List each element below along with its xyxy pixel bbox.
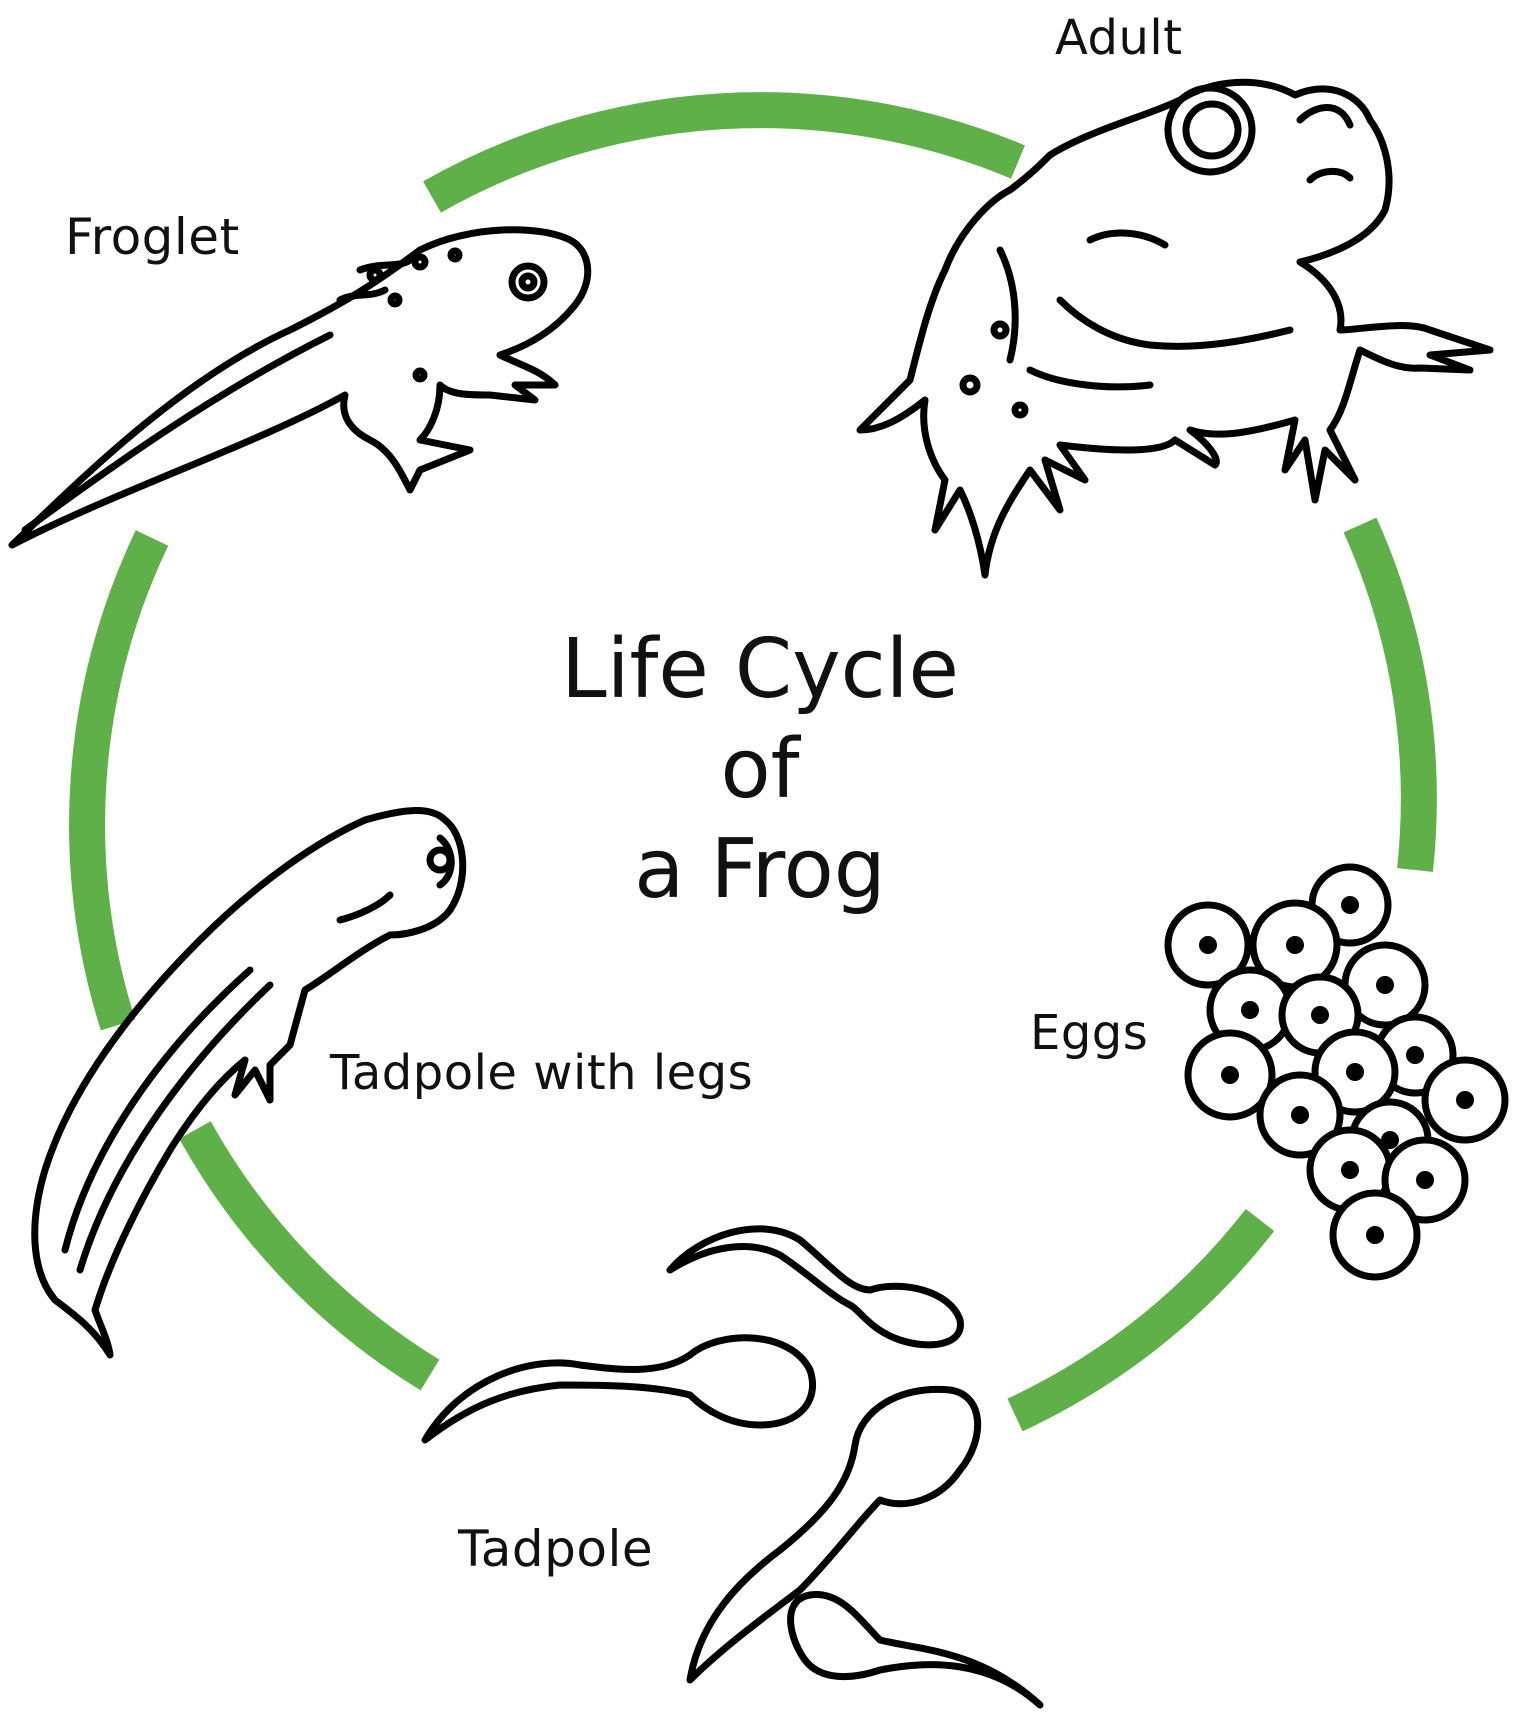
title-line-1: Life Cycle (540, 620, 980, 720)
tadpole-4 (791, 1594, 1040, 1705)
cycle-arc-top (432, 110, 1018, 197)
label-tadpole-with-legs: Tadpole with legs (330, 1045, 753, 1101)
cycle-arc-left (87, 538, 152, 1025)
froglet-drawing (12, 230, 588, 545)
label-adult: Adult (1055, 10, 1183, 66)
cycle-arc-bottom-left (195, 1130, 430, 1375)
cycle-arc-bottom-right (1015, 1220, 1260, 1415)
label-tadpole: Tadpole (458, 1520, 653, 1578)
label-froglet: Froglet (65, 208, 240, 266)
label-eggs: Eggs (1030, 1005, 1148, 1061)
title-line-3: a Frog (540, 820, 980, 920)
diagram-title: Life Cycle of a Frog (540, 620, 980, 920)
egg-cluster-drawing (1168, 867, 1505, 1277)
title-line-2: of (540, 720, 980, 820)
tadpole-2 (425, 1338, 813, 1440)
cycle-arc-right (1360, 525, 1419, 870)
tadpoles-drawing (425, 1229, 1040, 1705)
tadpole-1 (670, 1229, 960, 1345)
